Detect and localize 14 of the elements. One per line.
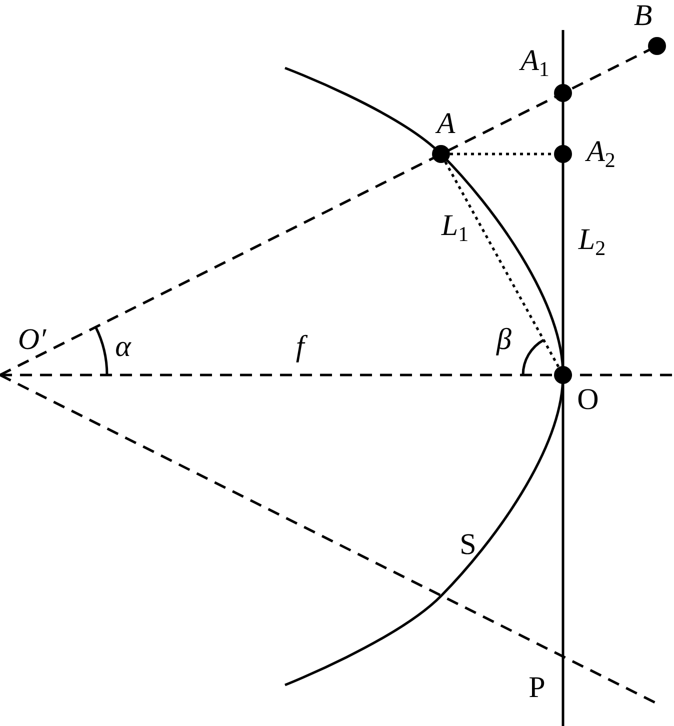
angle-label: α — [115, 332, 131, 362]
segment-label: L$_{1}$ — [441, 210, 469, 246]
point-label: A$_{2}$ — [586, 136, 616, 172]
point-label: O′ — [18, 325, 46, 355]
angle-label: β — [496, 325, 512, 355]
line-label: L$_{2}$ — [578, 224, 606, 260]
point-label: O — [577, 385, 599, 415]
dotted-line — [444, 161, 560, 368]
point-label: P — [528, 673, 546, 703]
point-label: A — [436, 109, 456, 139]
point-label: B — [634, 1, 652, 31]
dotted-line — [450, 152, 554, 156]
point-label: A$_{1}$ — [520, 46, 550, 80]
curve-label: S — [460, 530, 476, 560]
